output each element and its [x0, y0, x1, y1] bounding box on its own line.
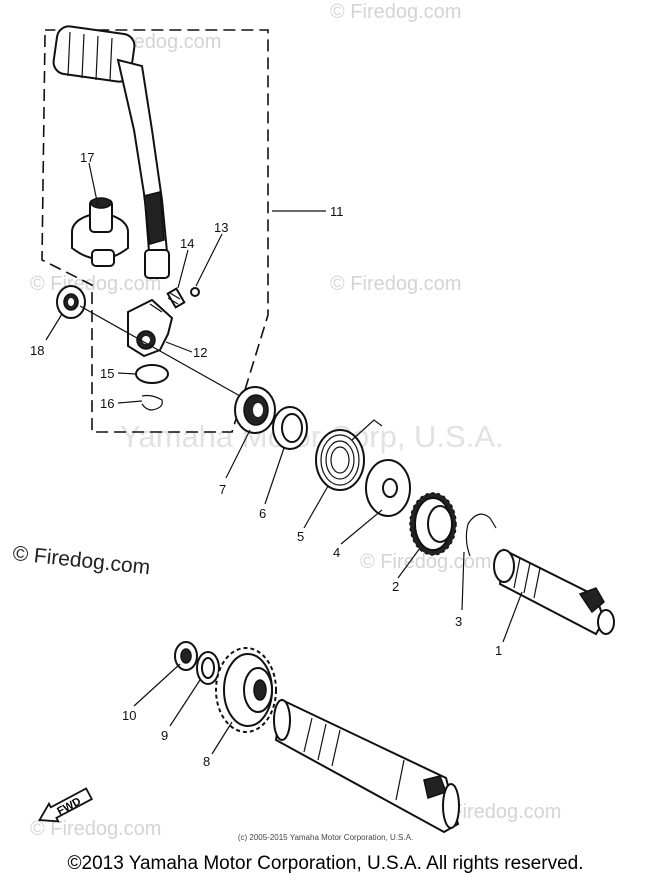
oil-seal-7: [234, 386, 276, 434]
callout-12: 12: [193, 345, 207, 360]
callout-16: 16: [100, 396, 114, 411]
callout-3: 3: [455, 614, 462, 629]
washer-4: [365, 459, 411, 517]
callout-18: 18: [30, 343, 44, 358]
idle-gear-8: [215, 647, 277, 733]
washer-10-hole: [180, 648, 192, 664]
torsion-spring-5: [315, 419, 383, 491]
callout-11: 11: [330, 204, 344, 219]
copyright-notice: ©2013 Yamaha Motor Corporation, U.S.A. A…: [67, 853, 584, 874]
callout-5: 5: [297, 529, 304, 544]
kick-boss: [71, 197, 129, 267]
callout-10: 10: [122, 708, 136, 723]
clip-3: [465, 513, 497, 557]
circlip-16: [141, 394, 163, 411]
callout-numbers: 17 14 13 11 12 18 15 16 7 6 5 4 2 3 1 10…: [30, 150, 502, 769]
detent-ball: [190, 287, 200, 297]
callout-2: 2: [392, 579, 399, 594]
callout-15: 15: [100, 366, 114, 381]
pinch-bolt: [166, 287, 186, 309]
assembly-outline: [41, 29, 269, 433]
washer-15: [135, 364, 169, 384]
watermark-yamaha: Yamaha Motor Corp, U.S.A.: [120, 419, 504, 454]
callout-13: 13: [214, 220, 228, 235]
callout-1: 1: [495, 643, 502, 658]
fwd-label: FWD: [55, 795, 83, 817]
oil-seal-18: [56, 285, 86, 319]
watermark-firedog-2: © Firedog.com: [330, 1, 461, 23]
watermark-layer: © Firedog.com © Firedog.com © Firedog.co…: [30, 1, 561, 840]
ratchet-gear-2: [409, 492, 457, 556]
watermark-firedog-7: © Firedog.com: [430, 801, 561, 823]
watermark-firedog-6: © Firedog.com: [30, 818, 161, 840]
watermark-firedog-4: © Firedog.com: [330, 273, 461, 295]
circlip-9-hole: [201, 657, 215, 679]
leader-lines: [45, 162, 523, 755]
watermark-firedog-5: © Firedog.com: [360, 551, 491, 573]
small-copyright: (c) 2005-2015 Yamaha Motor Corporation, …: [237, 833, 414, 842]
callout-7: 7: [219, 482, 226, 497]
callout-17: 17: [80, 150, 94, 165]
callout-6: 6: [259, 506, 266, 521]
kick-crank-boss: [127, 298, 174, 358]
kick-axle-1: [493, 548, 615, 636]
shaft: [273, 698, 460, 834]
callout-4: 4: [333, 545, 340, 560]
kick-lever: [52, 25, 170, 279]
watermark-firedog-3: © Firedog.com: [30, 273, 161, 295]
spring-cover-6: [272, 406, 308, 450]
callout-14: 14: [180, 236, 194, 251]
callout-9: 9: [161, 728, 168, 743]
callout-8: 8: [203, 754, 210, 769]
